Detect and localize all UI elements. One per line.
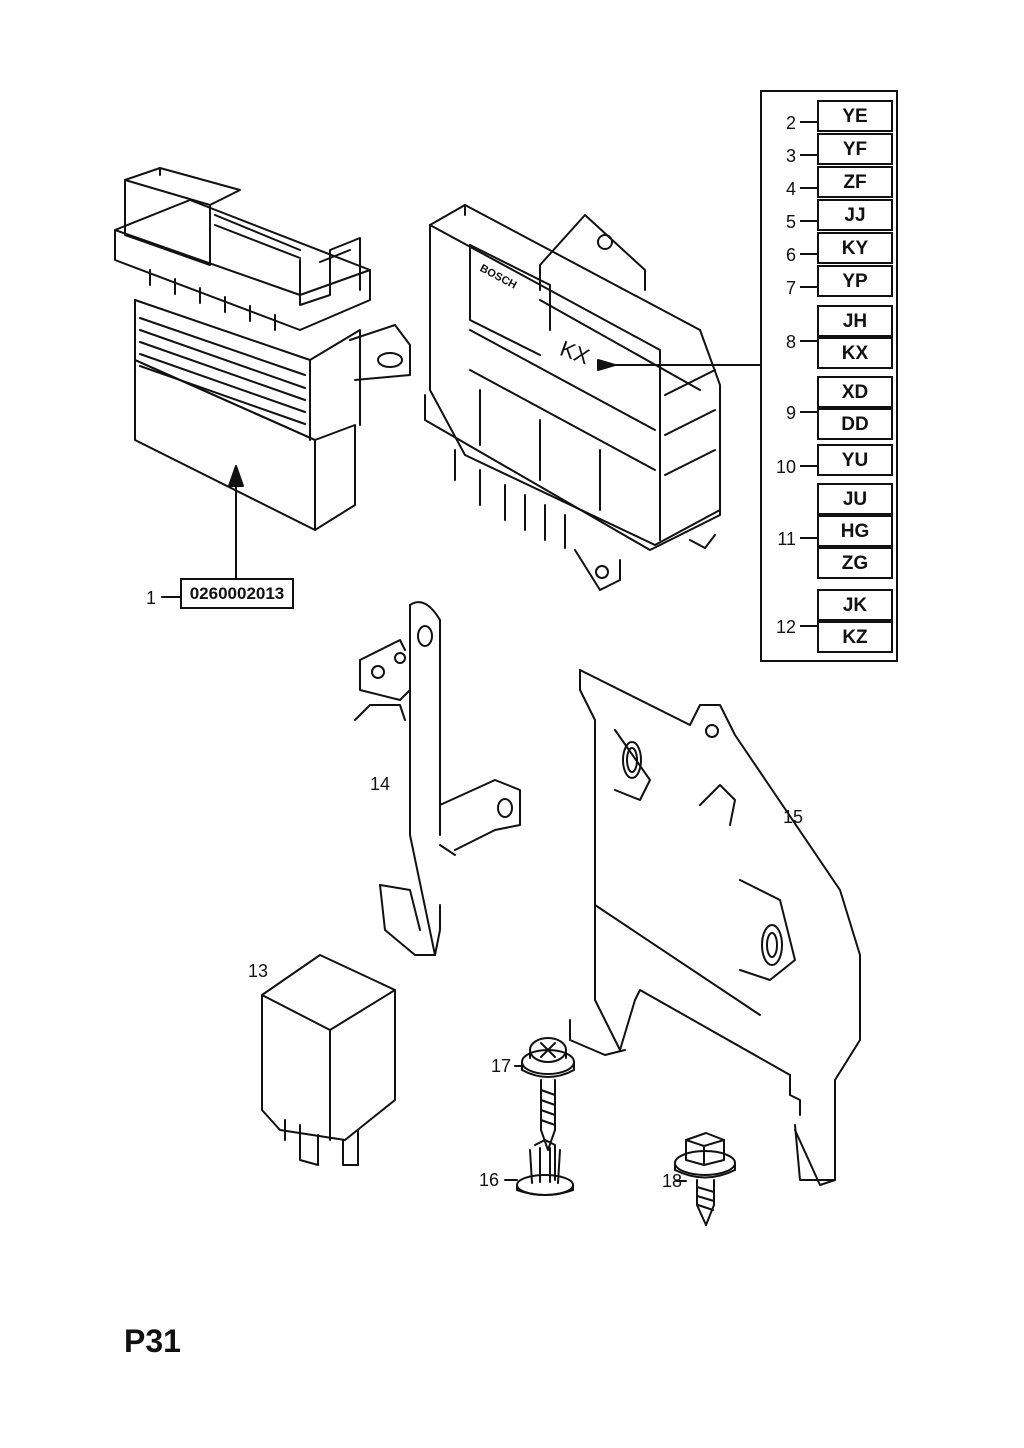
code-box[interactable]: ZF: [817, 166, 893, 198]
item-18-number: 18: [662, 1171, 683, 1191]
item-17-number: 17: [491, 1056, 512, 1076]
code-row-number: 2: [785, 113, 796, 133]
item-13-number: 13: [248, 961, 269, 981]
ecu-part-number-box[interactable]: 0260002013: [180, 578, 294, 609]
screw-large-illustration[interactable]: [674, 1132, 736, 1226]
code-row-number: 6: [785, 245, 796, 265]
code-box[interactable]: YE: [817, 100, 893, 132]
ecu-right-illustration[interactable]: [424, 204, 721, 591]
code-box[interactable]: YF: [817, 133, 893, 165]
item-15-number: 15: [783, 807, 804, 827]
code-row-number: 8: [785, 332, 796, 352]
code-row-number: 9: [785, 403, 796, 423]
page-code: P31: [124, 1323, 181, 1359]
item-14-number: 14: [370, 774, 391, 794]
item-16-number: 16: [479, 1170, 500, 1190]
code-row-number: 3: [785, 146, 796, 166]
code-row-number: 7: [785, 278, 796, 298]
code-box[interactable]: JU: [817, 483, 893, 515]
code-box[interactable]: XD: [817, 376, 893, 408]
item-1-number: 1: [146, 588, 157, 608]
leader-item-1: [161, 465, 244, 598]
code-box[interactable]: JK: [817, 589, 893, 621]
code-box[interactable]: JJ: [817, 199, 893, 231]
relay-illustration[interactable]: [261, 954, 396, 1166]
ecu-left-illustration[interactable]: [114, 167, 411, 531]
code-box[interactable]: JH: [817, 305, 893, 337]
bracket-small-illustration[interactable]: [354, 601, 521, 956]
code-box[interactable]: HG: [817, 515, 893, 547]
clip-nut-illustration[interactable]: [516, 1139, 574, 1196]
code-row-number: 11: [777, 529, 796, 549]
code-box[interactable]: KY: [817, 232, 893, 264]
code-row-number: 10: [775, 457, 796, 477]
code-box[interactable]: KZ: [817, 621, 893, 653]
bracket-large-illustration[interactable]: [569, 669, 861, 1186]
screw-small-illustration[interactable]: [521, 1037, 575, 1151]
code-box[interactable]: YU: [817, 444, 893, 476]
code-box[interactable]: YP: [817, 265, 893, 297]
code-row-number: 12: [775, 617, 796, 637]
code-reference-panel: 2 YE 3 YF 4 ZF 5 JJ 6 KY 7 YP 8 JH KX 9 …: [760, 90, 898, 662]
code-row-number: 4: [785, 179, 796, 199]
code-box[interactable]: KX: [817, 337, 893, 369]
code-box[interactable]: ZG: [817, 547, 893, 579]
code-box[interactable]: DD: [817, 408, 893, 440]
code-row-number: 5: [785, 212, 796, 232]
